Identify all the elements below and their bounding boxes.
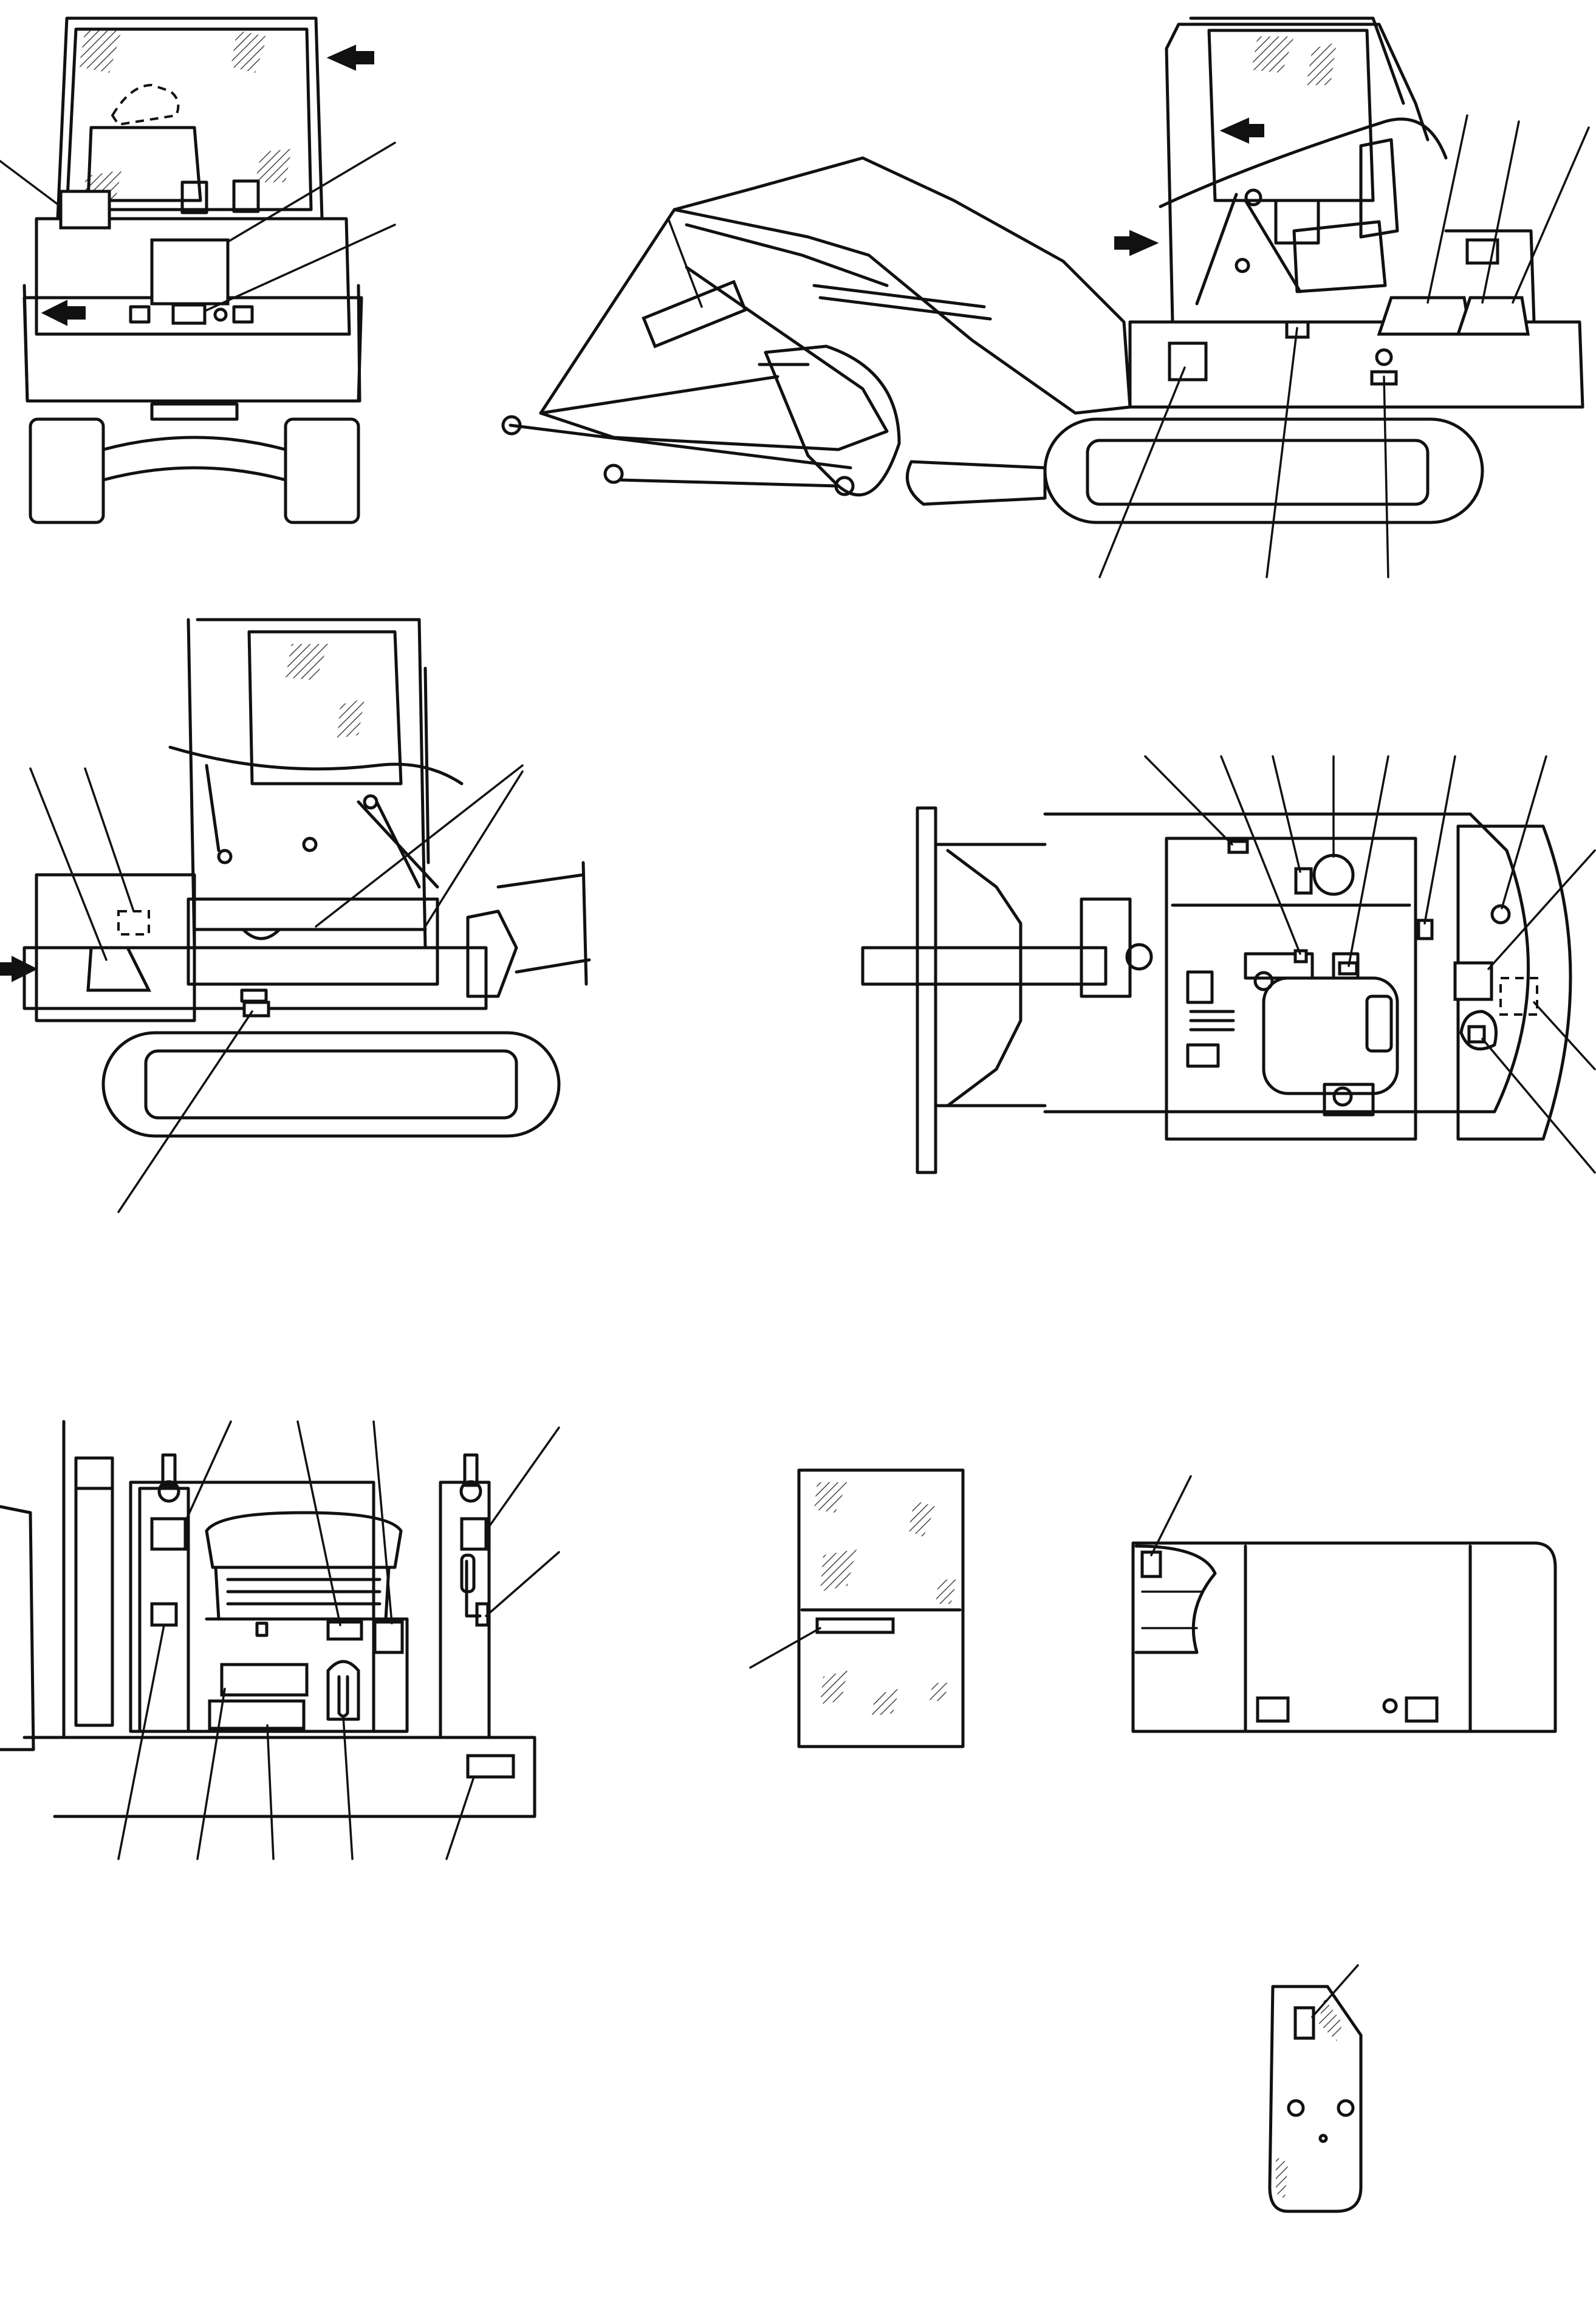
window-decal [815,1617,895,1634]
engine-decal-right [1405,1696,1439,1723]
seat-decal-box-1 [326,1620,363,1641]
seat-decal-left-top [150,1517,187,1551]
front-arrow-top [326,44,374,71]
seat-decal-right-top [460,1517,488,1551]
seat-decal-base [466,1754,515,1779]
side-arrow-cab [1219,117,1264,144]
engine-decal-left [1256,1696,1290,1723]
top-decal-3 [1293,949,1308,963]
left-decal-dashed [117,910,150,936]
front-view [0,16,396,524]
side-decal-b [1456,296,1530,336]
small-cover-decal [1293,2006,1315,2040]
left-decal-small [242,1001,270,1018]
left-side-view [0,618,591,1213]
side-decal-a [1377,296,1472,336]
front-decal-small [171,303,207,325]
front-decal-center [150,238,230,306]
engine-cover-view [1131,1475,1557,1733]
left-decal-panel [86,946,152,992]
seat-decal-box-2 [373,1620,404,1654]
top-decal-1 [1227,840,1249,854]
engine-decal-top [1140,1550,1162,1578]
top-decal-square [1453,961,1493,1001]
top-decal-4 [1338,961,1358,976]
seat-decal-wide-1 [220,1663,309,1697]
side-arrow-left [1114,230,1159,256]
front-arrow-left [41,299,86,326]
small-cover-view [1268,1964,1363,2213]
top-decal-dashed [1499,977,1538,1016]
top-decal-circle [1490,904,1511,925]
operator-seat-view [0,1420,560,1860]
front-decal-left [59,190,111,230]
right-side-view [501,16,1590,578]
seat-decal-wide-2 [208,1699,306,1730]
seat-decal-left-mid [150,1602,178,1627]
top-decal-2 [1294,867,1313,895]
window-view [749,1468,965,1748]
boom-decal [642,279,747,349]
side-decal-top [1465,238,1499,265]
top-view [861,755,1596,1174]
side-decal-square [1168,341,1208,382]
top-decal-round [1312,854,1355,896]
left-arrow [0,956,38,982]
